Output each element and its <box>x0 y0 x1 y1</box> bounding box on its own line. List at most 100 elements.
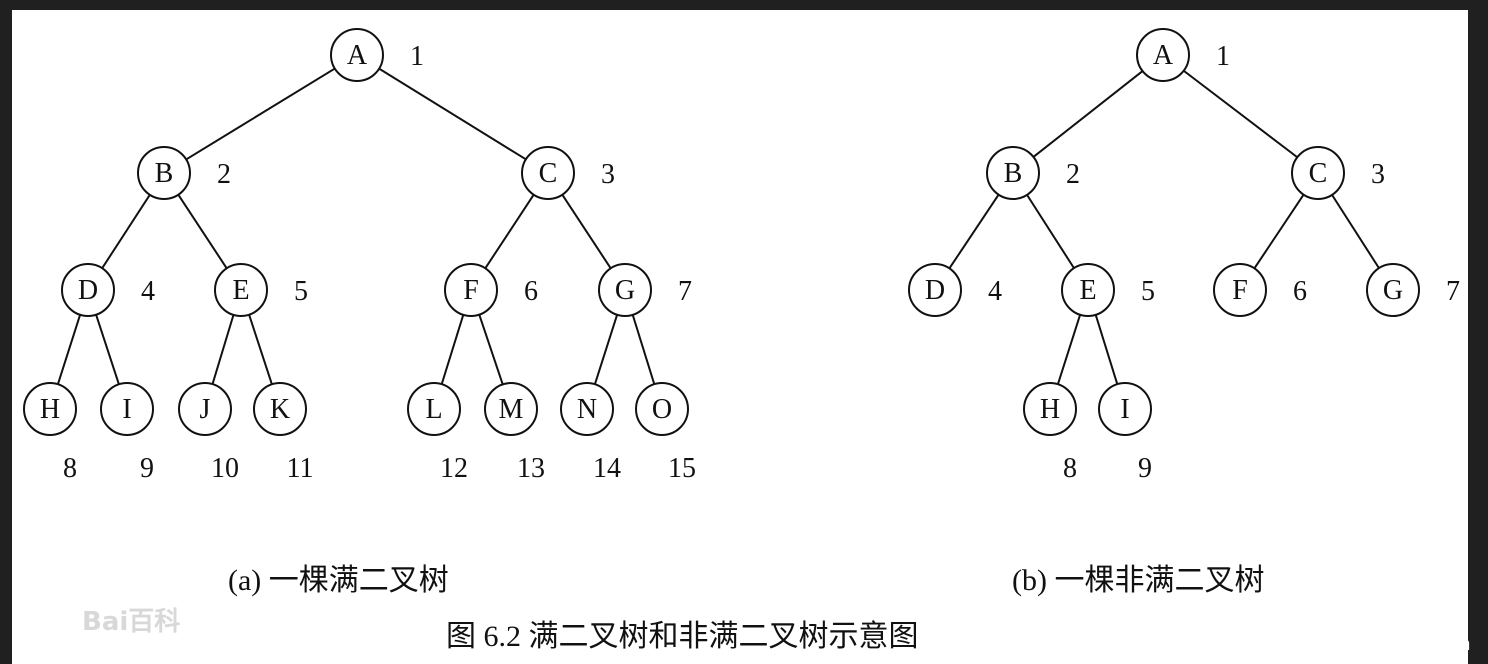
tree-b-edge-C-G <box>1331 194 1380 269</box>
tree-a-node-number-L: 12 <box>440 453 468 484</box>
tree-a-edge-B-D <box>101 194 151 269</box>
tree-a-node-number-E: 5 <box>294 276 308 307</box>
tree-a-node-number-H: 8 <box>63 453 77 484</box>
tree-b-edge-A-C <box>1183 69 1298 159</box>
tree-a-edge-F-M <box>478 314 504 385</box>
tree-b-node-number-H: 8 <box>1063 453 1077 484</box>
tree-b-node-B <box>986 146 1040 200</box>
figure-caption: 图 6.2 满二叉树和非满二叉树示意图 <box>446 620 919 653</box>
tree-b-node-label-F: F <box>1232 275 1248 306</box>
tree-a-node-E <box>214 263 268 317</box>
tree-b-node-E <box>1061 263 1115 317</box>
tree-b-edge-E-I <box>1094 314 1119 385</box>
tree-b-edge-C-F <box>1253 194 1305 269</box>
baidu-watermark: Bai百科 <box>82 607 180 637</box>
tree-a-node-L <box>407 382 461 436</box>
tree-a-edge-E-J <box>211 314 235 385</box>
tree-a-node-number-K: 11 <box>287 453 314 484</box>
tree-b-edge-A-B <box>1032 70 1144 158</box>
tree-b-node-F <box>1213 263 1267 317</box>
tree-b-node-label-A: A <box>1153 40 1174 71</box>
tree-b-edge-E-H <box>1056 314 1082 385</box>
csdn-watermark: CSDN @normalhyh <box>1312 634 1470 654</box>
tree-a-node-number-A: 1 <box>410 41 424 72</box>
tree-a-edge-B-E <box>177 194 228 269</box>
tree-b-node-label-D: D <box>925 275 945 306</box>
tree-a-node-number-O: 15 <box>668 453 696 484</box>
tree-a-node-label-D: D <box>78 275 98 306</box>
tree-a-node-label-C: C <box>539 158 558 189</box>
tree-a-node-number-M: 13 <box>517 453 545 484</box>
tree-a-node-G <box>598 263 652 317</box>
tree-a-node-label-K: K <box>270 394 290 425</box>
tree-a-node-label-J: J <box>200 394 211 425</box>
tree-a-node-label-H: H <box>40 394 60 425</box>
figure-paper <box>12 10 1468 664</box>
tree-a-node-N <box>560 382 614 436</box>
tree-a-node-label-M: M <box>499 394 524 425</box>
tree-a-node-label-L: L <box>425 394 442 425</box>
tree-a-node-label-G: G <box>615 275 635 306</box>
tree-a-node-C <box>521 146 575 200</box>
tree-a-node-label-F: F <box>463 275 479 306</box>
tree-a-edge-E-K <box>248 314 273 385</box>
tree-a-node-F <box>444 263 498 317</box>
tree-b-node-C <box>1291 146 1345 200</box>
tree-b-edge-B-D <box>948 194 1000 269</box>
tree-a-node-I <box>100 382 154 436</box>
tree-b-edge-B-E <box>1026 194 1075 269</box>
tree-a-node-A <box>330 28 384 82</box>
tree-b-node-A <box>1136 28 1190 82</box>
tree-a-node-number-N: 14 <box>593 453 621 484</box>
tree-b-node-label-I: I <box>1120 394 1129 425</box>
tree-b-node-number-E: 5 <box>1141 276 1155 307</box>
tree-a-edge-F-L <box>440 314 465 385</box>
tree-b-node-label-E: E <box>1079 275 1096 306</box>
tree-a-node-O <box>635 382 689 436</box>
tree-a-node-J <box>178 382 232 436</box>
tree-b-node-label-G: G <box>1383 275 1403 306</box>
tree-a-node-number-D: 4 <box>141 276 155 307</box>
tree-a-node-label-O: O <box>652 394 672 425</box>
tree-a-node-K <box>253 382 307 436</box>
tree-a-node-label-E: E <box>232 275 249 306</box>
tree-b-node-label-B: B <box>1004 158 1023 189</box>
tree-a-edge-G-O <box>631 314 656 385</box>
tree-a-node-label-N: N <box>577 394 597 425</box>
tree-a-edge-C-F <box>484 194 535 269</box>
tree-b-node-number-B: 2 <box>1066 159 1080 190</box>
tree-a-node-H <box>23 382 77 436</box>
tree-a-node-number-G: 7 <box>678 276 692 307</box>
tree-a-node-number-F: 6 <box>524 276 538 307</box>
tree-a-edge-C-G <box>561 194 612 269</box>
tree-a-node-B <box>137 146 191 200</box>
tree-b-node-number-A: 1 <box>1216 41 1230 72</box>
tree-a-edge-G-N <box>593 314 619 385</box>
tree-b-node-G <box>1366 263 1420 317</box>
tree-a-node-number-C: 3 <box>601 159 615 190</box>
tree-b-node-label-C: C <box>1309 158 1328 189</box>
tree-b-node-number-D: 4 <box>988 276 1002 307</box>
tree-a-edge-D-I <box>95 314 120 385</box>
tree-b-node-H <box>1023 382 1077 436</box>
tree-b-node-number-F: 6 <box>1293 276 1307 307</box>
tree-b-node-number-G: 7 <box>1446 276 1460 307</box>
tree-a-node-M <box>484 382 538 436</box>
tree-a-node-number-B: 2 <box>217 159 231 190</box>
tree-a-node-label-A: A <box>347 40 368 71</box>
tree-a-edge-D-H <box>56 314 82 385</box>
tree-a-node-D <box>61 263 115 317</box>
tree-a-node-label-I: I <box>122 394 131 425</box>
caption-a: (a) 一棵满二叉树 <box>228 564 449 597</box>
non-full-binary-tree: A 1B 2 C 3D 4 E 5 F 6 G 7H8 I9 <box>908 28 1460 484</box>
tree-b-node-D <box>908 263 962 317</box>
tree-b-node-number-I: 9 <box>1138 453 1152 484</box>
tree-a-node-label-B: B <box>155 158 174 189</box>
tree-a-edge-A-B <box>185 67 336 161</box>
tree-b-node-number-C: 3 <box>1371 159 1385 190</box>
tree-a-node-number-J: 10 <box>211 453 239 484</box>
tree-b-node-label-H: H <box>1040 394 1060 425</box>
